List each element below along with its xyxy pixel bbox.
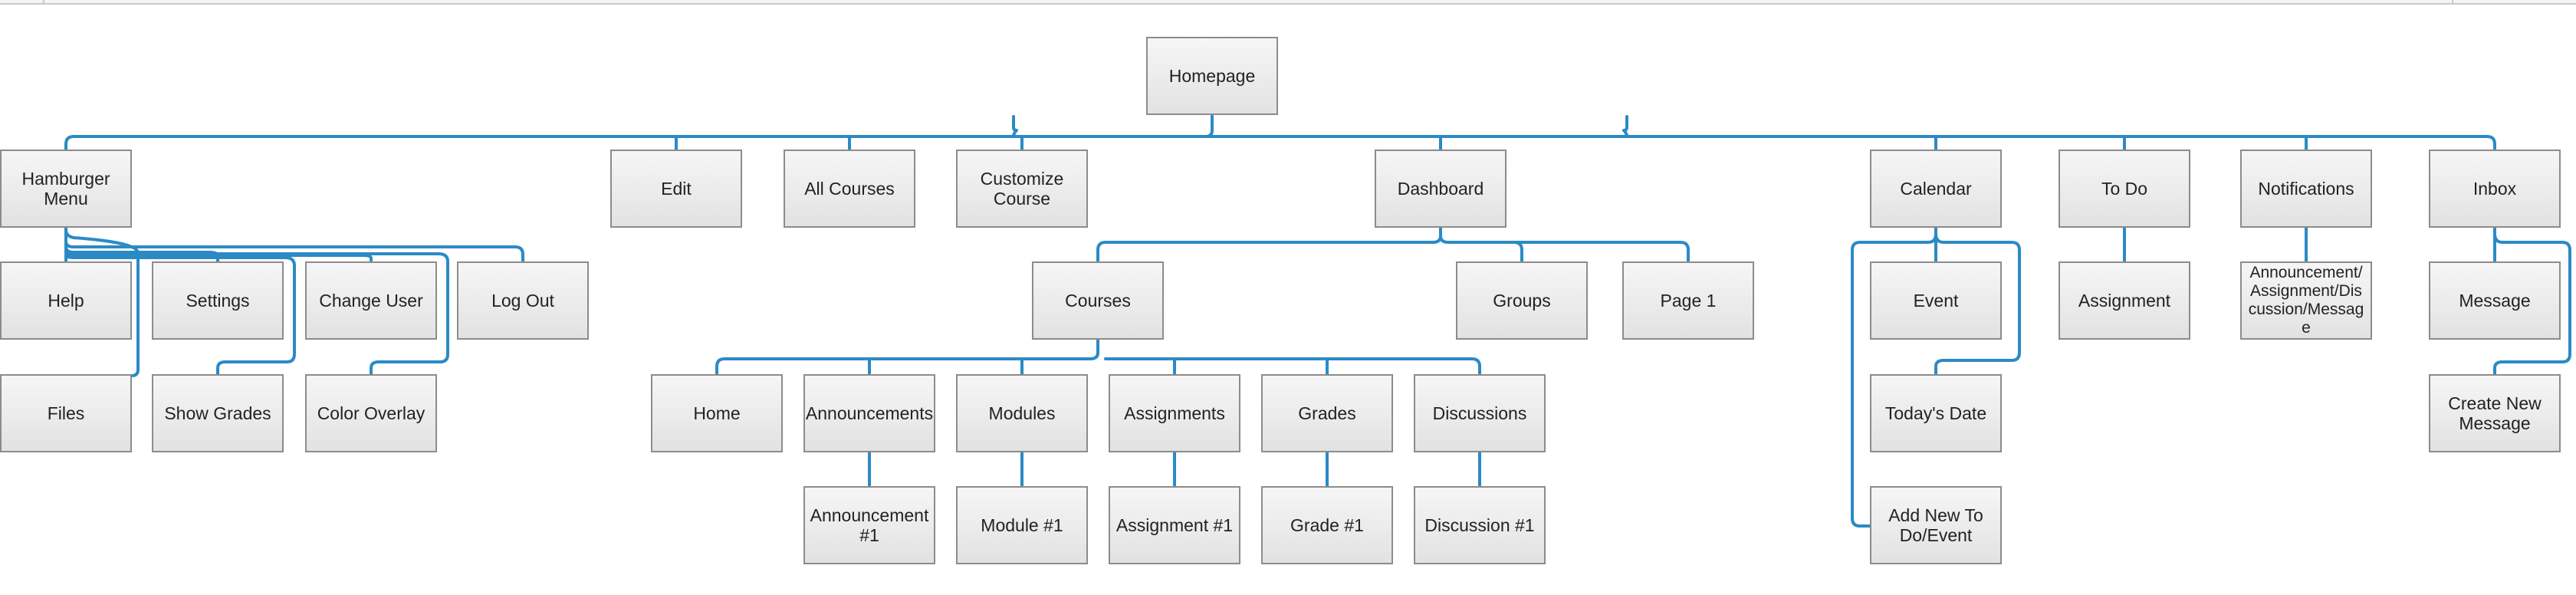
top-border-tick [43,0,44,3]
connector-hamburger-to-logout [64,240,524,262]
node-show-grades: Show Grades [152,374,284,452]
node-announcement-1: Announcement #1 [803,486,935,564]
node-todays-date: Today's Date [1870,374,2002,452]
node-assignments: Assignments [1109,374,1240,452]
node-home: Home [651,374,783,452]
node-change-user: Change User [305,261,437,340]
connector-hamburger-to-color-overlay [64,251,449,376]
node-discussion-1: Discussion #1 [1414,486,1546,564]
node-groups: Groups [1456,261,1588,340]
window-top-border [0,0,2576,5]
node-customize-course: Customize Course [956,150,1088,228]
node-discussions: Discussions [1414,374,1546,452]
node-add-new-todo-event: Add New To Do/Event [1870,486,2002,564]
node-grades: Grades [1261,374,1393,452]
node-inbox: Inbox [2429,150,2561,228]
connector-bus-stub-left [1012,115,1018,138]
connector-inbox-to-create [2493,232,2571,376]
node-settings: Settings [152,261,284,340]
connector-bus-stub-right [1622,115,1628,138]
node-event: Event [1870,261,2002,340]
connector-calendar-to-todays-date [1934,232,2021,375]
node-calendar: Calendar [1870,150,2002,228]
node-modules: Modules [956,374,1088,452]
connector-hamburger-to-show-grades [64,253,296,376]
node-log-out: Log Out [457,261,589,340]
node-notification-detail: Announcement/Assignment/Discussion/Messa… [2240,261,2372,340]
node-courses: Courses [1032,261,1164,340]
node-hamburger-menu: Hamburger Menu [0,150,132,228]
node-files: Files [0,374,132,452]
node-create-new-message: Create New Message [2429,374,2561,452]
connector-hamburger-to-files [64,228,140,377]
node-dashboard: Dashboard [1375,150,1506,228]
node-announcements: Announcements [803,374,935,452]
node-edit: Edit [610,150,742,228]
connector-dashboard-bus [1096,235,1690,262]
node-homepage: Homepage [1146,37,1278,115]
connector-courses-bus [715,351,1481,375]
node-grade-1: Grade #1 [1261,486,1393,564]
top-border-tick [2452,0,2453,3]
connector-level1-bus [64,129,2496,152]
node-help: Help [0,261,132,340]
connector-calendar-to-add-new [1851,232,1937,528]
node-page-1: Page 1 [1622,261,1754,340]
node-notifications: Notifications [2240,150,2372,228]
node-message: Message [2429,261,2561,340]
node-todo-assignment: Assignment [2058,261,2190,340]
node-module-1: Module #1 [956,486,1088,564]
node-to-do: To Do [2058,150,2190,228]
node-all-courses: All Courses [784,150,915,228]
node-assignment-1: Assignment #1 [1109,486,1240,564]
node-color-overlay: Color Overlay [305,374,437,452]
